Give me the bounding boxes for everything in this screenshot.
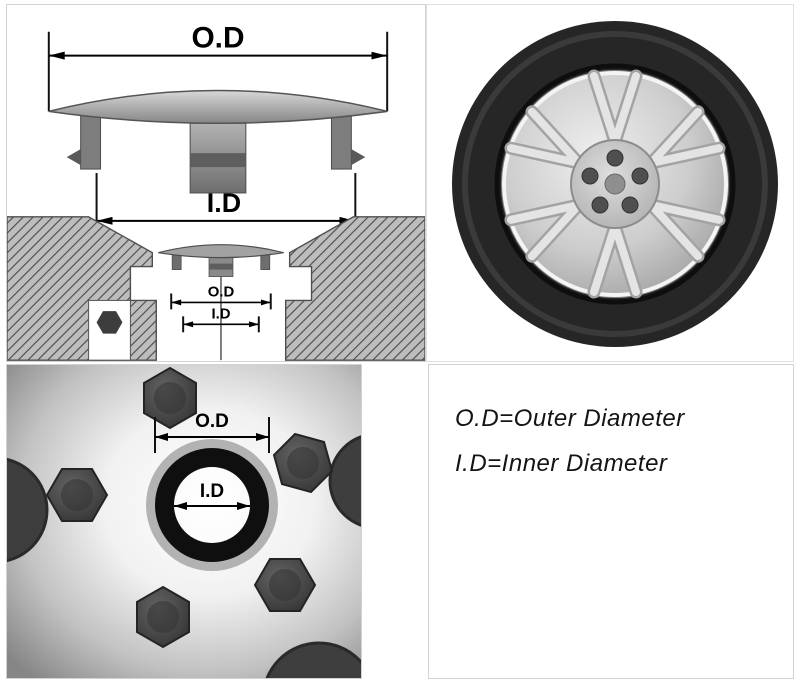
center-bore [604,173,626,195]
id-dimension-label: I.D [207,188,241,218]
tire-sidewall-highlight [462,31,768,337]
cross-section-right [284,216,425,361]
cross-id-label: I.D [211,305,230,322]
cap-right-clip-barb [351,149,366,166]
wheel-illustration [452,21,778,347]
hub-id-label: I.D [200,481,224,502]
spoke-hole [7,457,49,563]
lug-nut [45,468,109,522]
tire-bead-edge [494,63,736,305]
cross-od-dimension: O.D [170,283,272,310]
small-cap-dome [158,244,284,259]
cap-left-clip-barb [66,149,81,166]
lug-nut [143,366,197,430]
lug-hole [606,149,624,167]
small-cap-post-band [209,263,233,270]
bolt-head [96,311,123,334]
lug-hole [621,196,639,214]
cross-id-dimension: I.D [182,305,260,333]
cap-center-post-band [190,153,246,168]
lug-hole [631,167,649,185]
cap-right-clip [330,110,352,170]
cap-dimension-diagram-panel: O.D I.D [6,4,426,362]
wheel-hub [570,139,660,229]
spoke-hole [328,435,361,527]
lug-nut [253,558,317,612]
hub-photo-panel: O.D I.D [6,364,362,679]
lug-nut [136,585,190,649]
small-cap [158,244,284,277]
cap-diagram-svg: O.D I.D [7,22,425,361]
lug-holes [581,149,649,214]
wheel-photo-panel [426,4,794,362]
rim-lip [502,71,728,297]
legend-text-block: O.D=Outer Diameter I.D=Inner Diameter [429,365,793,478]
od-dimension: O.D [47,22,389,112]
lug-nuts [45,366,334,649]
cross-od-label: O.D [208,283,235,300]
hub-id-dimension: I.D [174,481,250,510]
legend-id-text: I.D=Inner Diameter [455,450,668,477]
lug-nut [272,432,334,494]
legend-od-text: O.D=Outer Diameter [455,405,685,432]
legend-panel: O.D=Outer Diameter I.D=Inner Diameter [428,364,794,679]
cap-left-clip [80,110,102,170]
spoke-hole [265,641,361,678]
wheel-cross-section: O.D I.D [7,216,425,361]
od-dimension-label: O.D [191,22,244,55]
lug-hole [581,167,599,185]
cross-section-left [7,216,157,361]
hub-od-dimension: O.D [154,411,270,453]
hub-od-label: O.D [195,411,229,432]
cap-dome [48,89,388,124]
lug-hole [591,196,609,214]
hub-photo: O.D I.D [7,365,361,678]
cap-side-view [48,89,388,194]
adjacent-spoke-holes [7,435,361,678]
